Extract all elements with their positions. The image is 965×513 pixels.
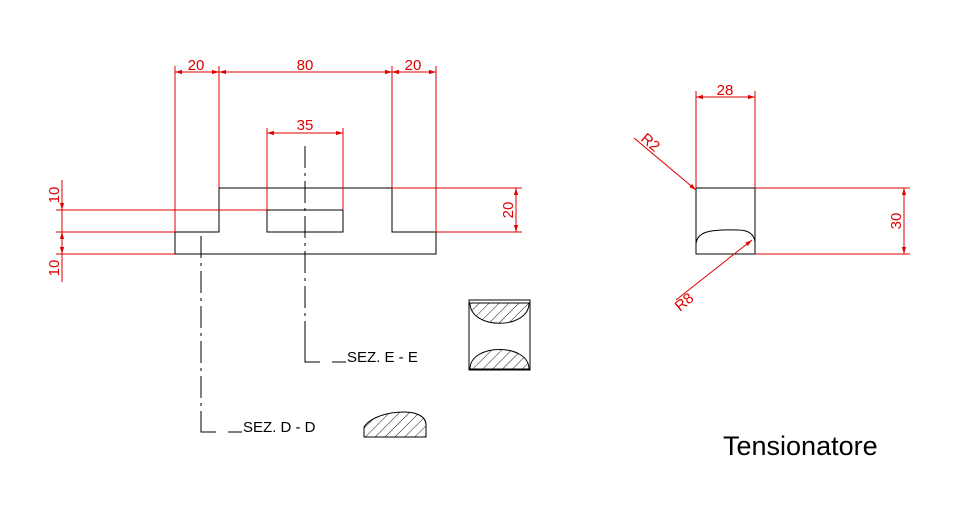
- dim-height-right: 20: [500, 202, 517, 219]
- dim-radius-bottom: R8: [672, 290, 698, 315]
- front-dimension-slot: 35: [266, 117, 344, 210]
- section-d-label: SEZ. D - D: [243, 419, 316, 436]
- dim-right-width: 20: [405, 57, 422, 74]
- front-dimensions-left: 10 10: [46, 180, 267, 282]
- dim-slot-width: 35: [297, 117, 314, 134]
- dim-side-width: 28: [717, 82, 734, 99]
- front-view: 20 80 20 35 10 10 20: [46, 57, 522, 430]
- section-e-label: SEZ. E - E: [347, 349, 418, 366]
- side-view: 28 30 R2 R8: [633, 82, 910, 315]
- drawing-title: Tensionatore: [723, 431, 878, 461]
- side-view-outline: [695, 187, 756, 255]
- front-dimension-right: 20: [392, 187, 522, 233]
- dim-height-bottom: 10: [46, 260, 63, 277]
- side-view-fillet: [695, 229, 756, 254]
- side-dimension-radius-bottom: R8: [672, 239, 753, 315]
- section-d-callout: SEZ. D - D: [200, 419, 316, 436]
- section-e-shape: [468, 299, 531, 371]
- dim-side-height: 30: [888, 213, 905, 230]
- side-dimension-radius-top: R2: [633, 130, 697, 191]
- side-dimension-width: 28: [695, 82, 756, 188]
- dim-height-top: 10: [46, 187, 63, 204]
- front-dimensions-top: 20 80 20: [174, 57, 437, 232]
- side-dimension-height: 30: [755, 187, 910, 255]
- section-d-shape: [363, 411, 427, 438]
- dim-left-width: 20: [188, 57, 205, 74]
- dim-center-width: 80: [297, 57, 314, 74]
- dim-radius-top: R2: [637, 130, 663, 155]
- section-e-callout: SEZ. E - E: [304, 340, 418, 366]
